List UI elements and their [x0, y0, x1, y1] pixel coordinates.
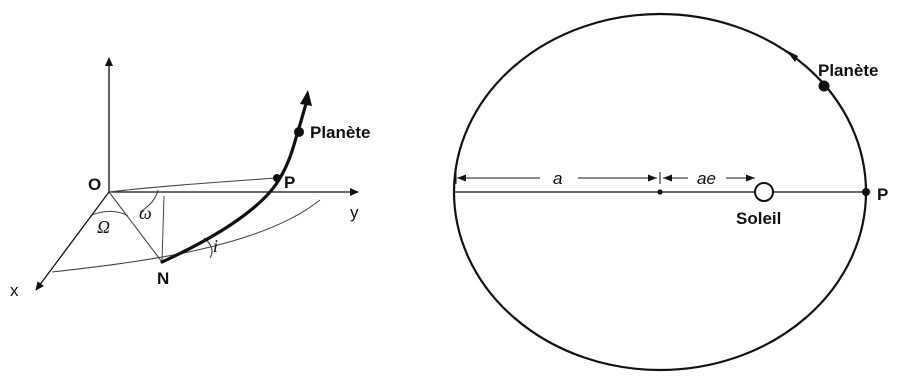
sun-circle	[754, 182, 774, 202]
perihelion-dot-left	[273, 174, 281, 182]
sun-label: Soleil	[736, 209, 781, 228]
planet-label-left: Planète	[310, 123, 370, 142]
orbit-ellipse-diagram: a ae Soleil P Planète	[452, 12, 888, 372]
planet-label-right: Planète	[818, 61, 878, 80]
focal-offset-label: ae	[697, 169, 716, 188]
omega-big-angle-arc	[91, 210, 129, 217]
y-axis-label: y	[350, 203, 359, 222]
line-origin-node	[108, 191, 163, 263]
orbit-direction-arrow	[786, 50, 798, 62]
perihelion-label-right: P	[877, 185, 888, 204]
omega-small-angle-arc	[139, 189, 159, 213]
reference-plane-arc	[51, 199, 321, 273]
line-node-perihelion	[161, 195, 165, 263]
orbital-elements-3d-diagram: O y x N P Planète Ω ω i	[10, 57, 370, 300]
perihelion-label-left: P	[284, 173, 295, 192]
planet-trajectory	[160, 99, 309, 264]
orbit-plane-arc	[108, 177, 277, 193]
planet-dot-left	[294, 127, 304, 137]
inclination-label: i	[213, 236, 218, 256]
origin-label: O	[88, 175, 101, 194]
omega-big-label: Ω	[97, 217, 110, 237]
perihelion-dot-right	[862, 188, 870, 196]
planet-dot-right	[818, 80, 830, 92]
semi-major-axis-label: a	[553, 169, 562, 188]
trajectory-arrowhead	[300, 90, 312, 106]
x-axis-label: x	[10, 281, 19, 300]
omega-small-label: ω	[139, 203, 152, 223]
node-label: N	[157, 269, 169, 288]
x-axis	[35, 191, 110, 291]
ellipse-center-dot	[657, 189, 663, 195]
